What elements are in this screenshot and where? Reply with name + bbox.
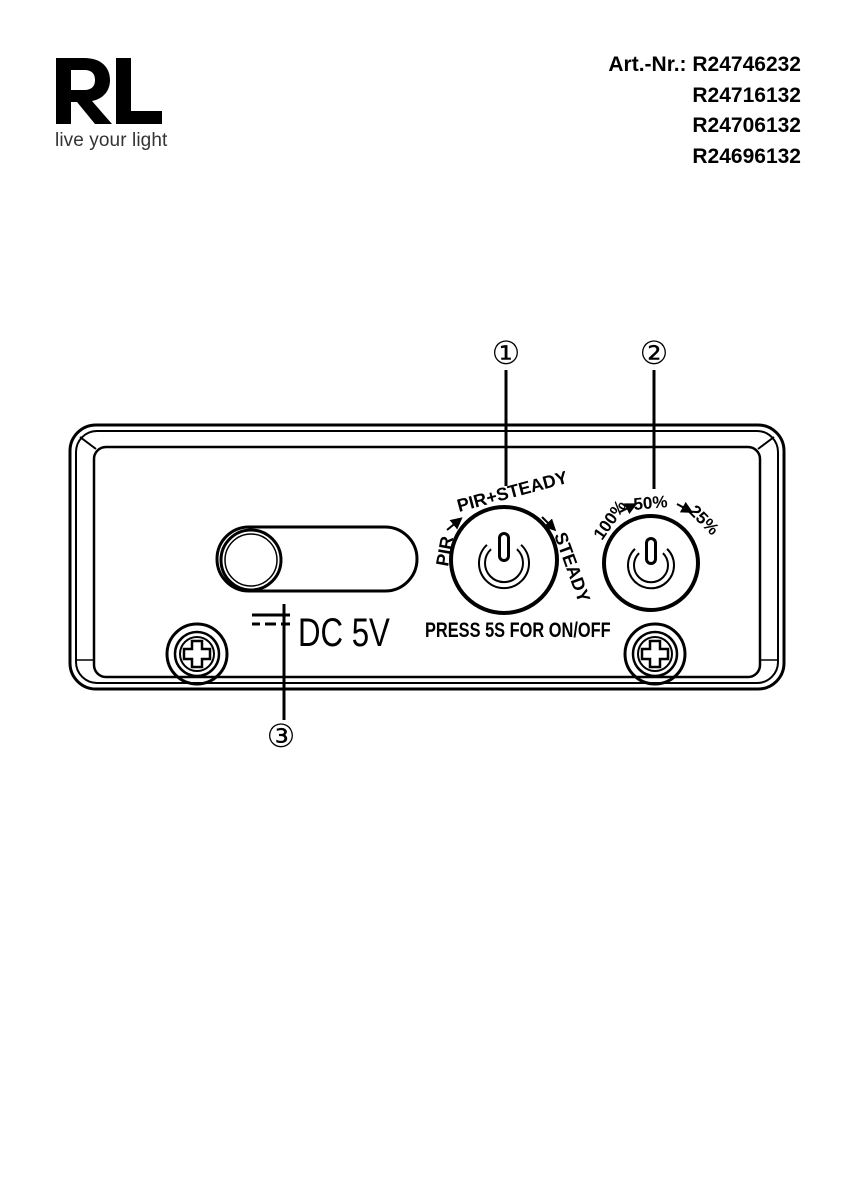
- article-label: Art.-Nr.:: [608, 53, 687, 76]
- arrow-right-icon: [619, 501, 694, 515]
- callout-3: ③: [267, 718, 296, 754]
- brand-logo: live your light: [54, 54, 174, 154]
- screw-icon: [165, 622, 229, 686]
- article-number: R24706132: [692, 114, 801, 137]
- article-number: R24716132: [692, 83, 801, 107]
- power-icon: [627, 537, 675, 590]
- arrow-right-icon: [446, 516, 557, 532]
- callout-2: ②: [640, 335, 669, 371]
- article-number-row: Art.-Nr.: R24746232: [501, 50, 801, 81]
- brightness-label-right: 25%: [685, 501, 722, 538]
- press-hint: PRESS 5S FOR ON/OFF: [425, 618, 611, 641]
- dc-port: [215, 525, 419, 593]
- power-label: DC 5V: [298, 610, 390, 655]
- mode-dial[interactable]: [449, 505, 559, 615]
- device-housing: [68, 423, 786, 691]
- article-number: R24696132: [692, 144, 801, 168]
- screw-icon: [623, 622, 687, 686]
- rl-logo-icon: [56, 58, 162, 124]
- mode-label-left: PIR: [432, 535, 457, 568]
- article-numbers: Art.-Nr.: R24746232 R24716132 R24706132 …: [501, 50, 801, 172]
- callout-lines: [282, 370, 656, 720]
- brand-tagline: live your light: [55, 130, 168, 151]
- article-number: R24746232: [692, 53, 801, 76]
- callout-1: ①: [492, 335, 521, 371]
- brightness-label-left: 100%: [590, 497, 631, 544]
- brightness-label-mid: 50%: [633, 492, 669, 514]
- power-icon: [478, 532, 530, 590]
- brightness-dial[interactable]: [602, 514, 700, 612]
